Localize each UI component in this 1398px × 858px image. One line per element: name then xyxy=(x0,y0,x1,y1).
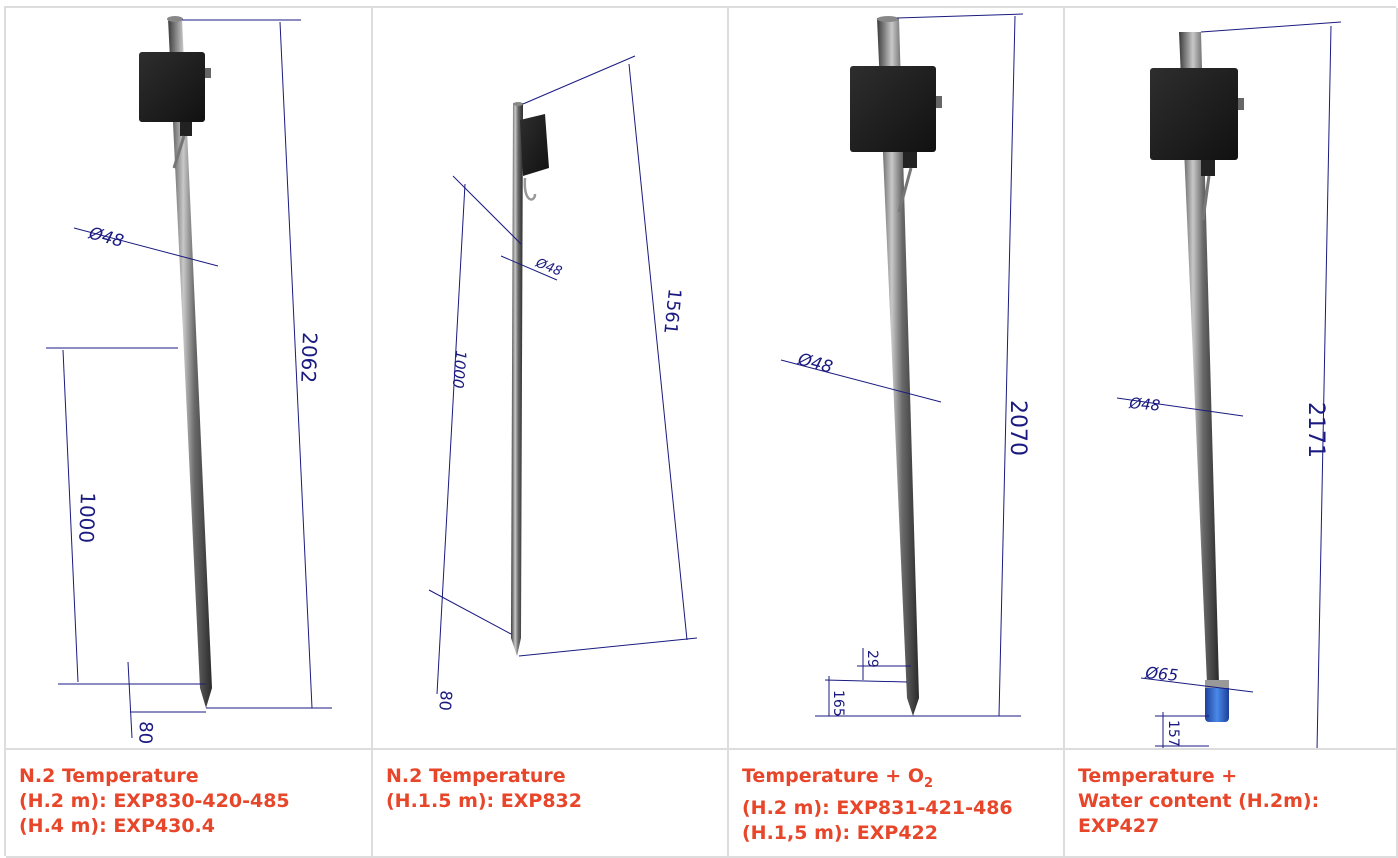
product-image-cell-4: 2171 Ø48 Ø65 157 xyxy=(1065,8,1398,750)
probe-pole xyxy=(168,18,212,708)
caption-title-prefix: Temperature + O xyxy=(742,765,924,787)
caption-line: N.2 Temperature xyxy=(19,765,199,787)
datalogger-box xyxy=(1150,68,1238,160)
dim-total-label: 2171 xyxy=(1303,402,1328,458)
datalogger-box xyxy=(520,114,549,176)
dim-depth-label: 1000 xyxy=(449,350,470,390)
product-image-cell-2: 1561 1000 Ø48 80 xyxy=(373,8,729,750)
product-caption-3: Temperature + O2 (H.2 m): EXP831-421-486… xyxy=(729,750,1065,858)
caption-line: (H.2 m): EXP831-421-486 xyxy=(742,796,1013,819)
dim-diameter-label: Ø48 xyxy=(86,223,126,252)
dim-tip-label: 80 xyxy=(435,690,456,712)
probe-drawing-3: 2070 Ø48 29 165 xyxy=(780,13,1030,717)
datalogger-box xyxy=(139,52,205,122)
caption-line: (H.1.5 m): EXP832 xyxy=(386,790,582,812)
dim-total-label: 1561 xyxy=(659,287,685,335)
dim-diameter-label: Ø48 xyxy=(1128,394,1161,415)
dim-small1-label: 29 xyxy=(864,650,880,668)
product-caption-1: N.2 Temperature (H.2 m): EXP830-420-485 … xyxy=(6,750,373,858)
dim-small2-label: 165 xyxy=(830,690,846,717)
probe-drawing-2: 1561 1000 Ø48 80 xyxy=(428,55,698,712)
dim-total-label: 2070 xyxy=(1005,400,1030,456)
probe-pole xyxy=(877,18,919,716)
caption-line: Temperature + xyxy=(1078,765,1238,787)
caption-line: (H.2 m): EXP830-420-485 xyxy=(19,790,290,812)
probe-pole xyxy=(511,103,523,656)
dim-sensor-height-label: 157 xyxy=(1165,720,1181,747)
water-sensor xyxy=(1205,684,1229,722)
dim-sensor-diameter-label: Ø65 xyxy=(1144,663,1179,685)
caption-line: Water content (H.2m): xyxy=(1078,790,1320,812)
caption-line: N.2 Temperature xyxy=(386,765,566,787)
dim-depth-label: 1000 xyxy=(74,492,100,544)
dim-tip-label: 80 xyxy=(134,721,156,745)
product-grid: 2062 1000 Ø48 80 1561 1000 Ø48 80 xyxy=(4,6,1398,858)
product-caption-4: Temperature + Water content (H.2m): EXP4… xyxy=(1065,750,1398,858)
probe-drawing-1: 2062 1000 Ø48 80 xyxy=(46,16,332,745)
caption-title: Temperature + O2 xyxy=(742,764,1063,796)
caption-line: EXP427 xyxy=(1078,815,1160,837)
probe-pole xyxy=(1179,32,1219,684)
caption-title-subscript: 2 xyxy=(923,775,934,791)
datalogger-box xyxy=(850,66,936,152)
probe-drawing-4: 2171 Ø48 Ø65 157 xyxy=(1116,21,1342,748)
dim-total-label: 2062 xyxy=(296,332,322,384)
product-caption-2: N.2 Temperature (H.1.5 m): EXP832 xyxy=(373,750,729,858)
caption-line: (H.1,5 m): EXP422 xyxy=(742,821,938,844)
caption-line: (H.4 m): EXP430.4 xyxy=(19,815,215,837)
dim-diameter-label: Ø48 xyxy=(795,349,835,378)
product-image-cell-3: 2070 Ø48 29 165 xyxy=(729,8,1065,750)
product-image-cell-1: 2062 1000 Ø48 80 xyxy=(6,8,373,750)
